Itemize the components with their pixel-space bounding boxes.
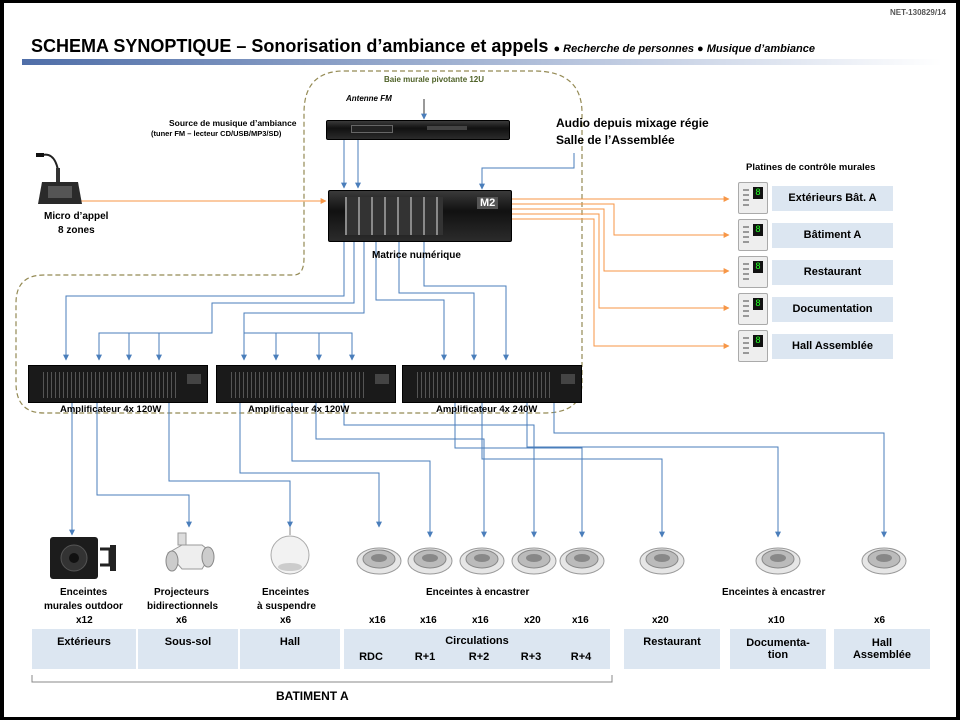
amplifier-1 — [28, 365, 208, 403]
rack-enclosure — [15, 70, 583, 414]
wiring-diagram — [15, 70, 887, 683]
title-sub: ● Recherche de personnes ● Musique d’amb… — [553, 43, 815, 55]
antenna-label: Antenne FM — [346, 94, 392, 103]
hall-assemblee-line1: Hall — [871, 637, 893, 649]
title-main: SCHEMA SYNOPTIQUE – Sonorisation d’ambia… — [31, 36, 549, 56]
building-bracket — [31, 675, 613, 683]
music-source-tuner — [326, 120, 510, 140]
zone-soussol: Sous-sol — [138, 629, 238, 669]
pendant-label-2: à suspendre — [257, 601, 316, 612]
amplifier-2-label: Amplificateur 4x 120W — [248, 404, 350, 415]
mic-label-line1: Micro d’appel — [44, 211, 109, 222]
documentation-line1: Documenta- — [746, 637, 810, 649]
page-title: SCHEMA SYNOPTIQUE – Sonorisation d’ambia… — [31, 36, 815, 57]
ceiling-group1-label: Enceintes à encastrer — [426, 587, 530, 598]
floor-r2: R+2 — [468, 651, 490, 663]
ceiling-group2-label: Enceintes à encastrer — [722, 587, 826, 598]
control-exterieurs: Extérieurs Bât. A — [772, 186, 893, 211]
title-underline — [22, 59, 942, 65]
ceiling-qty-label: x20 — [524, 615, 541, 626]
zone-restaurant: Restaurant — [624, 629, 720, 669]
outdoor-speaker-icon — [48, 535, 124, 581]
pendant-speaker-icon — [266, 527, 314, 577]
control-panel-2: 8 — [738, 219, 768, 251]
digital-matrix: M2 — [328, 190, 512, 242]
floor-r1: R+1 — [414, 651, 436, 663]
documentation-line2: tion — [767, 649, 789, 661]
audio-in-line1: Audio depuis mixage régie — [556, 116, 709, 130]
control-restaurant: Restaurant — [772, 260, 893, 285]
ceiling-qty-label: x16 — [369, 615, 386, 626]
control-hall-assemblee: Hall Assemblée — [772, 334, 893, 359]
matrix-badge: M2 — [477, 197, 499, 209]
reference-code: NET-130829/14 — [889, 8, 946, 17]
amplifier-2 — [216, 365, 396, 403]
zone-exterieurs: Extérieurs — [32, 629, 136, 669]
control-panel-1: 8 — [738, 182, 768, 214]
projector-label-1: Projecteurs — [154, 587, 210, 598]
rack-label: Baie murale pivotante 12U — [384, 75, 485, 84]
matrix-label: Matrice numérique — [372, 250, 461, 261]
control-panel-5: 8 — [738, 330, 768, 362]
source-sub: (tuner FM – lecteur CD/USB/MP3/SD) — [151, 129, 282, 138]
projector-qty: x6 — [176, 615, 188, 626]
amplifier-3 — [402, 365, 582, 403]
circulations-title: Circulations — [445, 635, 509, 647]
ceiling-qty-label: x16 — [420, 615, 437, 626]
outdoor-label-2: murales outdoor — [44, 601, 123, 612]
floor-r3: R+3 — [520, 651, 542, 663]
pendant-qty: x6 — [280, 615, 292, 626]
amplifier-3-label: Amplificateur 4x 240W — [436, 404, 538, 415]
ceiling-qty-label: x20 — [652, 615, 669, 626]
zone-hall-assemblee: Hall Assemblée — [834, 629, 930, 669]
outdoor-label-1: Enceintes — [60, 587, 108, 598]
ceiling-qty-label: x16 — [572, 615, 589, 626]
hall-assemblee-line2: Assemblée — [852, 649, 912, 661]
amplifier-1-label: Amplificateur 4x 120W — [60, 404, 162, 415]
zone-circulations: Circulations RDC R+1 R+2 R+3 R+4 — [344, 629, 610, 669]
source-title: Source de musique d’ambiance — [169, 118, 297, 128]
mic-label-line2: 8 zones — [58, 225, 95, 236]
zone-documentation: Documenta- tion — [730, 629, 826, 669]
floor-r4: R+4 — [570, 651, 592, 663]
zone-hall: Hall — [240, 629, 340, 669]
control-batiment-a: Bâtiment A — [772, 223, 893, 248]
control-panel-4: 8 — [738, 293, 768, 325]
ceiling-qty-label: x6 — [874, 615, 886, 626]
pendant-label-1: Enceintes — [262, 587, 310, 598]
projector-speaker-icon — [162, 527, 216, 579]
audio-in-line2: Salle de l’Assemblée — [556, 133, 675, 147]
outdoor-qty: x12 — [76, 615, 93, 626]
control-panel-3: 8 — [738, 256, 768, 288]
control-documentation: Documentation — [772, 297, 893, 322]
slide: NET-130829/14 SCHEMA SYNOPTIQUE – Sonori… — [4, 3, 956, 717]
ceiling-qty-label: x10 — [768, 615, 785, 626]
projector-label-2: bidirectionnels — [147, 601, 219, 612]
controls-title: Platines de contrôle murales — [746, 162, 876, 173]
ceiling-qty-label: x16 — [472, 615, 489, 626]
building-label: BATIMENT A — [276, 689, 349, 703]
floor-rdc: RDC — [359, 651, 383, 663]
paging-microphone — [34, 148, 84, 210]
